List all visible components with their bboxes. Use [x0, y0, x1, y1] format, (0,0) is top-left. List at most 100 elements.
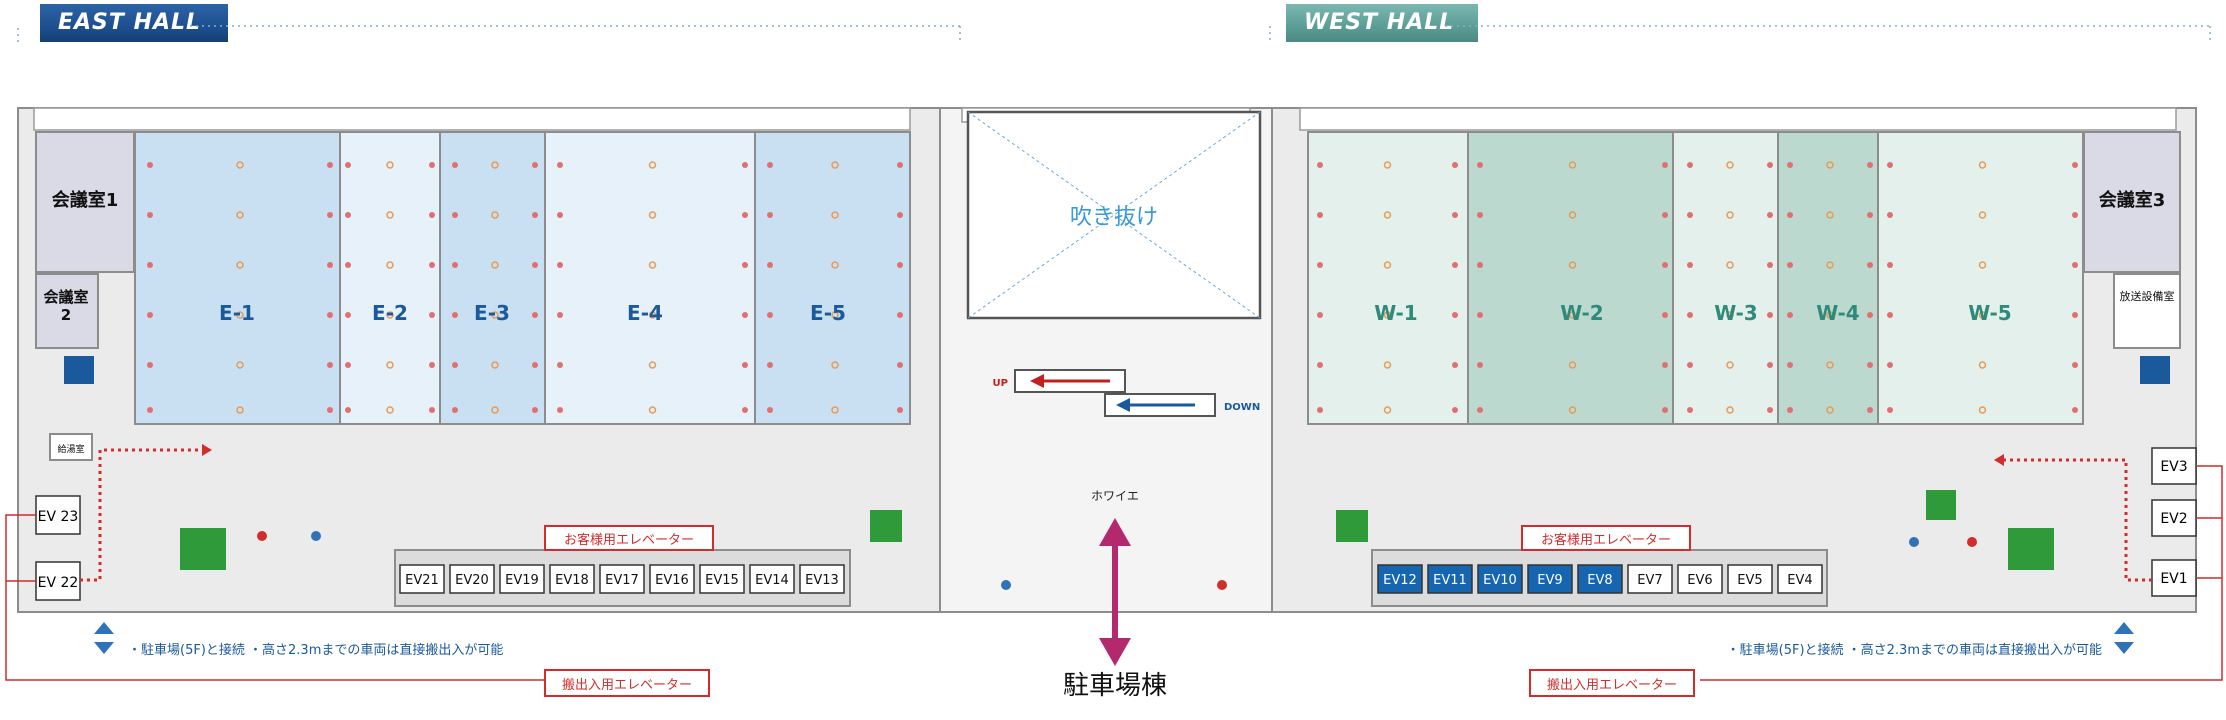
column-dot [831, 211, 839, 219]
column-dot [491, 161, 499, 169]
column-dot [1887, 362, 1893, 368]
column-dot [2072, 212, 2078, 218]
column-dot [1687, 162, 1693, 168]
column-dot [429, 262, 435, 268]
east-hall-tag: EAST HALL [40, 4, 228, 42]
column-dot [532, 362, 538, 368]
escalator-up-label: UP [993, 378, 1008, 389]
restroom-icon-blue [311, 531, 1919, 590]
hall-e-1 [134, 131, 341, 425]
column-dot [327, 162, 333, 168]
elevator-label: EV21 [405, 573, 439, 588]
column-dot [897, 312, 903, 318]
column-dot [1568, 261, 1577, 269]
column-dot [742, 362, 748, 368]
ev-1-label: EV1 [2160, 571, 2187, 587]
meeting-room-2-label-a: 会議室 [43, 288, 88, 306]
column-dot [648, 406, 657, 414]
column-dot [1477, 212, 1483, 218]
elevator-car [649, 564, 695, 594]
column-dot [1477, 407, 1483, 413]
column-dot [2072, 407, 2078, 413]
route-arrow-east [202, 444, 212, 456]
meeting-room-3-label: 会議室3 [2099, 189, 2166, 211]
column-dot [429, 312, 435, 318]
column-dot [386, 261, 394, 269]
column-dot [491, 406, 499, 414]
column-dot [831, 161, 839, 169]
elevator-label: EV14 [755, 573, 789, 588]
elevator-label: EV15 [705, 573, 739, 588]
column-dot [1978, 311, 1987, 319]
column-dot [1787, 212, 1793, 218]
column-dot [532, 312, 538, 318]
column-dot [1383, 211, 1392, 219]
column-dot [742, 407, 748, 413]
column-dot [429, 212, 435, 218]
label-boxes [544, 525, 1695, 697]
column-dot [1826, 311, 1834, 319]
water-room-label: 給湯室 [57, 443, 84, 455]
elevator-label: EV8 [1587, 573, 1612, 588]
column-dot [767, 362, 773, 368]
broadcast-room [2113, 273, 2181, 349]
column-dot [345, 162, 351, 168]
hall-w-4-label: W-4 [1816, 301, 1859, 325]
column-dot [1726, 361, 1734, 369]
column-dot [648, 361, 657, 369]
column-dot [327, 312, 333, 318]
column-dot [767, 262, 773, 268]
elevator-label: EV18 [555, 573, 589, 588]
hall-w-5-label: W-5 [1968, 301, 2011, 325]
column-dot [236, 261, 244, 269]
meeting-room-3 [2083, 131, 2181, 273]
column-dot [386, 211, 394, 219]
elevator-label: EV6 [1687, 573, 1712, 588]
elevator-car [1727, 564, 1773, 594]
column-dot [1687, 407, 1693, 413]
column-dot [452, 162, 458, 168]
column-dot [742, 162, 748, 168]
column-dot [1662, 312, 1668, 318]
column-dot [831, 361, 839, 369]
column-dot [1568, 361, 1577, 369]
column-dot [1867, 407, 1873, 413]
column-dot [557, 407, 563, 413]
broadcast-room-label: 放送設備室 [2120, 289, 2175, 303]
column-dot [1568, 311, 1577, 319]
parking-note-east: ・駐車場(5F)と接続 ・高さ2.3mまでの車両は直接搬出入が可能 [128, 642, 503, 658]
column-dot [1787, 362, 1793, 368]
column-dot [1477, 362, 1483, 368]
column-dot [897, 212, 903, 218]
hall-dots [147, 161, 2078, 414]
column-dot [1787, 407, 1793, 413]
elevator-label: EV17 [605, 573, 639, 588]
water-room [49, 433, 93, 461]
elevator-label: EV16 [655, 573, 689, 588]
column-dot [1317, 212, 1323, 218]
meeting-room-1 [35, 131, 135, 273]
column-dot [2072, 312, 2078, 318]
elevator-car [549, 564, 595, 594]
guest-elevator-label-west: お客様用エレベーター [1541, 532, 1671, 548]
hall-e-2-label: E-2 [372, 301, 408, 325]
column-dot [1726, 261, 1734, 269]
column-dot [345, 262, 351, 268]
column-dot [147, 312, 153, 318]
column-dot [1317, 362, 1323, 368]
column-dot [1687, 312, 1693, 318]
column-dot [1887, 312, 1893, 318]
column-dot [1317, 312, 1323, 318]
column-dot [1767, 407, 1773, 413]
column-dot [1887, 407, 1893, 413]
column-dot [557, 312, 563, 318]
elevator-car [1527, 564, 1573, 594]
hall-w-3-label: W-3 [1714, 301, 1757, 325]
column-dot [767, 407, 773, 413]
route-arrow-west [1994, 454, 2004, 466]
accessible-restroom-icon [1926, 490, 1956, 520]
elevator-label: EV7 [1637, 573, 1662, 588]
